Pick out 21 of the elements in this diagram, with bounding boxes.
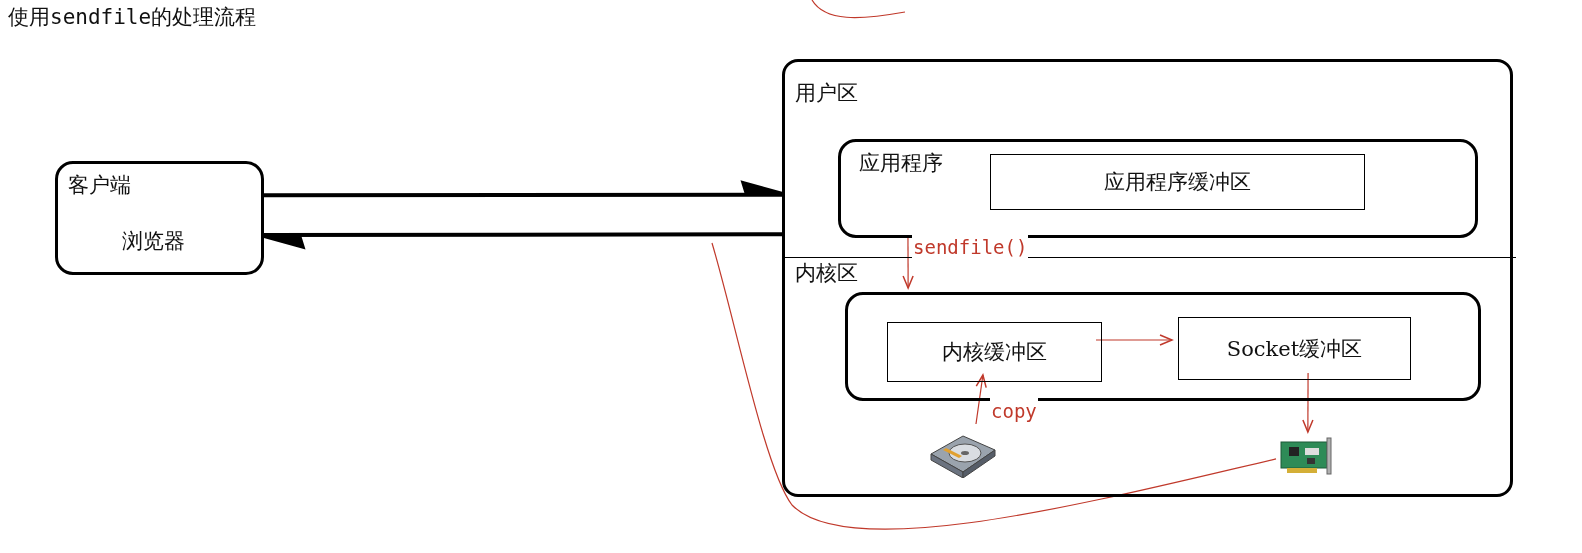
box-label: 浏览器 xyxy=(122,228,185,254)
box-label: Socket缓冲区 xyxy=(1225,335,1364,362)
diagram-title: 使用sendfile的处理流程 xyxy=(8,4,257,30)
arrow xyxy=(1095,334,1173,346)
kernel-box xyxy=(845,292,1481,401)
box-label: 应用程序 xyxy=(859,150,943,176)
curved-line xyxy=(711,242,1277,530)
box-label: 应用程序缓冲区 xyxy=(1103,169,1252,195)
arrow xyxy=(1302,372,1314,433)
buffer-box xyxy=(990,154,1365,210)
buffer-box xyxy=(1178,317,1411,380)
box-heading: 客户端 xyxy=(68,172,131,198)
network-card-drawing xyxy=(1279,436,1333,478)
arrow xyxy=(975,374,987,425)
edge-label: copy xyxy=(990,398,1038,424)
client-box xyxy=(55,161,264,275)
buffer-box xyxy=(887,322,1102,382)
box-label: 内核缓冲区 xyxy=(941,339,1048,365)
box-label: 内核区 xyxy=(795,260,858,286)
box-label: 用户区 xyxy=(795,80,858,106)
edge-label: sendfile() xyxy=(912,234,1029,260)
